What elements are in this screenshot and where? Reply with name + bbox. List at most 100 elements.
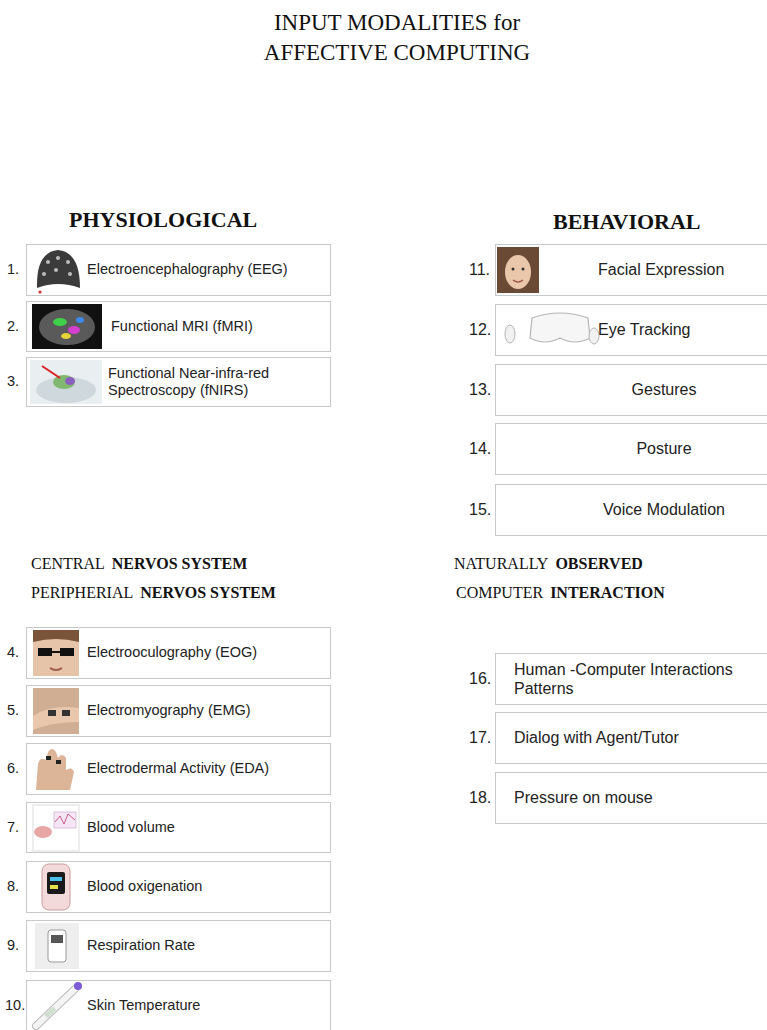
- network-link: [455, 735, 461, 746]
- network-link: [449, 962, 451, 970]
- network-link: [391, 381, 392, 399]
- network-link: [273, 603, 283, 617]
- network-link: [476, 433, 479, 438]
- network-link: [299, 593, 307, 596]
- network-link: [430, 870, 441, 884]
- network-link: [453, 885, 462, 886]
- network-link: [466, 503, 468, 507]
- network-link: [336, 426, 338, 431]
- network-link: [412, 545, 424, 560]
- network-link: [353, 516, 365, 526]
- network-link: [302, 433, 315, 443]
- network-link: [413, 341, 432, 342]
- network-link: [475, 424, 483, 441]
- network-link: [443, 401, 460, 404]
- network-link: [304, 533, 313, 541]
- network-link: [414, 367, 419, 383]
- network-dot: [457, 762, 461, 766]
- network-link: [415, 502, 425, 515]
- network-link: [434, 517, 439, 527]
- network-link: [359, 592, 366, 596]
- network-link: [431, 525, 433, 544]
- network-link: [338, 583, 341, 590]
- network-link: [462, 884, 463, 885]
- network-link: [420, 531, 423, 545]
- network-link: [357, 830, 376, 831]
- network-link: [350, 697, 366, 703]
- network-link: [403, 787, 420, 797]
- network-link: [309, 481, 318, 483]
- network-link: [468, 478, 478, 491]
- network-link: [411, 217, 425, 225]
- network-dot: [486, 350, 490, 354]
- network-link: [444, 764, 458, 766]
- network-link: [462, 364, 473, 380]
- network-link: [419, 912, 428, 928]
- network-link: [405, 386, 424, 391]
- network-link: [381, 519, 398, 524]
- network-link: [444, 823, 459, 835]
- network-link: [383, 990, 385, 1000]
- network-link: [363, 597, 366, 614]
- network-link: [341, 710, 358, 711]
- network-link: [360, 280, 368, 292]
- network-link: [450, 397, 454, 399]
- network-link: [350, 703, 361, 705]
- network-link: [473, 364, 479, 380]
- network-link: [409, 898, 411, 901]
- network-link: [478, 486, 484, 497]
- network-link: [333, 992, 339, 1003]
- network-link: [397, 391, 405, 392]
- network-link: [346, 452, 355, 453]
- network-link: [372, 549, 377, 558]
- network-link: [412, 694, 420, 711]
- network-link: [434, 929, 437, 933]
- network-link: [360, 835, 369, 851]
- network-link: [434, 805, 437, 824]
- network-link: [371, 674, 387, 682]
- network-link: [391, 297, 395, 299]
- network-dot: [458, 715, 462, 719]
- network-link: [332, 618, 348, 626]
- network-link: [380, 486, 389, 503]
- network-link: [476, 379, 479, 380]
- network-link: [366, 587, 372, 597]
- network-link: [466, 499, 467, 504]
- network-link: [437, 409, 439, 413]
- network-dot: [374, 548, 378, 552]
- network-link: [336, 769, 346, 775]
- network-link: [362, 958, 373, 961]
- network-link: [359, 584, 361, 593]
- network-link: [388, 249, 389, 255]
- network-link: [271, 438, 285, 449]
- network-link: [425, 1005, 439, 1009]
- network-link: [426, 540, 431, 544]
- network-link: [427, 668, 436, 681]
- network-link: [333, 409, 336, 410]
- network-dot: [287, 603, 291, 607]
- network-link: [361, 915, 367, 918]
- network-link: [380, 669, 387, 682]
- network-link: [441, 594, 451, 596]
- network-link: [398, 217, 406, 223]
- network-link: [360, 224, 361, 226]
- network-link: [436, 592, 452, 600]
- network-link: [375, 502, 380, 508]
- network-link: [377, 482, 379, 486]
- network-link: [453, 465, 458, 467]
- network-link: [448, 835, 459, 849]
- network-link: [389, 592, 393, 606]
- network-link: [509, 543, 520, 554]
- network-link: [394, 525, 403, 537]
- network-link: [452, 725, 455, 735]
- network-link: [358, 848, 362, 850]
- network-link: [405, 884, 411, 902]
- network-link: [445, 562, 453, 570]
- network-link: [336, 816, 337, 818]
- network-link: [476, 433, 487, 438]
- network-link: [424, 541, 429, 545]
- network-link: [375, 496, 382, 508]
- network-dot: [455, 524, 459, 528]
- network-link: [392, 399, 395, 406]
- network-link: [376, 549, 377, 550]
